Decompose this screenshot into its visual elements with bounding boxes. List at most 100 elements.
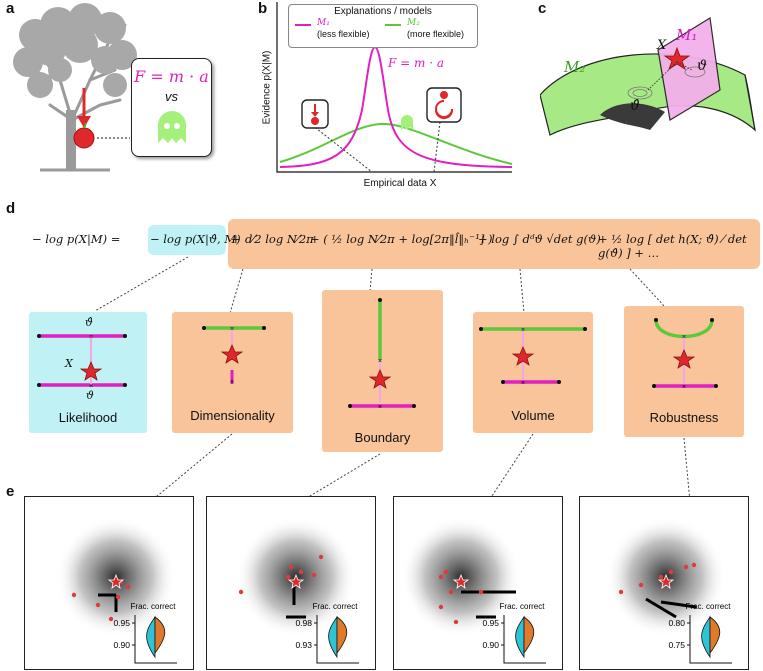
theta-label: ϑ [697, 58, 708, 74]
target-star [657, 573, 675, 589]
newton-equation: F = m · a [134, 67, 209, 86]
violin-right-half [523, 616, 535, 655]
inset-tick-label: 0.93 [295, 640, 312, 650]
data-point [125, 584, 131, 590]
svg-text:×: × [378, 404, 382, 411]
data-point-label: X [657, 38, 667, 53]
svg-text:×: × [89, 334, 93, 341]
data-point [238, 589, 244, 595]
data-point [443, 569, 449, 575]
inset-axes [316, 615, 359, 664]
violin-left-half [328, 615, 338, 659]
violin-left-half [146, 615, 156, 659]
equation-volume-term: + log ∫ dᵈϑ √det g(ϑ) [478, 232, 601, 246]
likelihood-box: × × ϑ̂ ϑ X Likelihood [29, 312, 147, 433]
dimensionality-label: Dimensionality [190, 408, 275, 423]
volume-box: × × Volume [473, 312, 593, 433]
legend-m1-name: M₁ [317, 18, 330, 28]
violin-left-half [701, 615, 711, 659]
inset-title: Frac. correct [313, 602, 359, 611]
likelihood-theta: ϑ [86, 389, 94, 402]
curve-equation-label: F = m · a [388, 56, 444, 70]
inset-tick-label: 0.95 [482, 618, 499, 628]
inset-tick-label: 0.98 [295, 618, 312, 628]
y-axis-label: Evidence p(X|M) [261, 50, 273, 125]
inset-tick-label: 0.75 [668, 640, 685, 650]
target-star [107, 573, 125, 589]
inset-axes [503, 615, 546, 664]
vs-text: vs [165, 89, 178, 104]
svg-text:×: × [89, 383, 93, 390]
svg-text:×: × [521, 380, 525, 387]
svg-text:×: × [230, 326, 234, 333]
data-point [318, 554, 324, 560]
equation-plus: + [231, 232, 241, 246]
target-star [287, 573, 305, 589]
legend-m2-name: M₂ [407, 18, 420, 28]
data-point [448, 589, 454, 595]
inset-title: Frac. correct [500, 602, 546, 611]
manifold-illustration [540, 17, 756, 136]
data-point [478, 589, 484, 595]
equation-connectors [94, 256, 666, 314]
data-point [438, 604, 444, 610]
m2-curve [279, 122, 513, 165]
legend-m1-swatch [295, 24, 311, 26]
panel-label-b: b [258, 0, 268, 17]
panel-label-e: e [6, 483, 15, 500]
violin-right-half [336, 616, 348, 655]
likelihood-x: X [65, 357, 73, 370]
violin-right-half [709, 616, 721, 655]
volume-label: Volume [511, 408, 555, 423]
violin-right-half [154, 616, 166, 655]
data-point [668, 569, 674, 575]
ghost-icon [158, 111, 186, 143]
legend-m2-note: (more flexible) [407, 29, 465, 39]
data-point [298, 569, 304, 575]
equation-lhs: − log p(X|M) = [32, 232, 121, 246]
data-point [618, 589, 624, 595]
parameter-bar [645, 597, 677, 619]
x-axis-label: Empirical data X [363, 178, 437, 189]
dimensionality-box: × × Dimensionality [172, 312, 293, 433]
panel-e-plot-2: 0.98 0.93 Frac. correct [206, 496, 376, 670]
theta-hat-label: ϑ̂ [630, 98, 641, 114]
likelihood-term-highlight [148, 225, 226, 255]
data-point [71, 592, 77, 598]
evidence-plot [276, 2, 513, 173]
parameter-bar [660, 600, 697, 609]
boundary-label: Boundary [354, 430, 411, 445]
data-point [658, 574, 664, 580]
tree-illustration [13, 3, 137, 172]
likelihood-theta-hat: ϑ̂ [85, 316, 93, 329]
data-point [95, 602, 101, 608]
legend-m2-swatch [385, 24, 401, 26]
svg-text:×: × [682, 334, 686, 341]
robustness-box: × × Robustness [624, 306, 744, 437]
boundary-box: × × Boundary [322, 290, 443, 452]
inset-tick-label: 0.90 [113, 640, 130, 650]
data-point [691, 562, 697, 568]
panel-label-d: d [6, 200, 16, 217]
inset-tick-label: 0.95 [113, 618, 130, 628]
panel-e-connectors [149, 433, 691, 503]
svg-text:×: × [378, 358, 382, 365]
equation-dimensionality-term: d⁄2 log N⁄2π [245, 232, 314, 246]
legend-title: Explanations / models [334, 6, 432, 17]
data-point [453, 619, 459, 625]
equation-likelihood-term: − log p(X|ϑ̂, M) [150, 232, 241, 246]
violin-left-half [515, 615, 525, 659]
data-point [311, 572, 317, 578]
legend-box: Explanations / models M₁ (less flexible)… [288, 4, 478, 48]
likelihood-label: Likelihood [58, 410, 118, 425]
svg-text:×: × [230, 379, 234, 386]
inset-tick-label: 0.80 [668, 618, 685, 628]
svg-text:×: × [682, 384, 686, 391]
panel-label-a: a [6, 0, 15, 17]
data-point [285, 574, 291, 580]
data-point [108, 616, 114, 622]
data-point [438, 574, 444, 580]
m1-manifold-label: M₁ [676, 26, 698, 44]
